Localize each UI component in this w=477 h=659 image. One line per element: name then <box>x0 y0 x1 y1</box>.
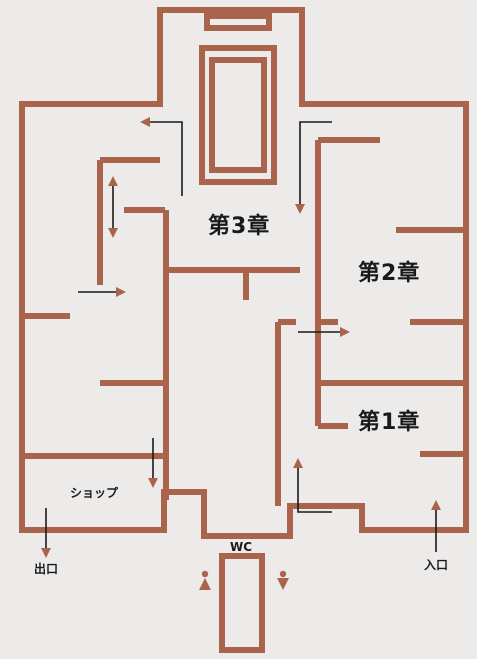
chapter3-label: 第3章 <box>208 214 271 239</box>
male-restroom-icon <box>199 570 211 590</box>
arrow-left-icon <box>140 117 183 196</box>
chapter1-label: 第1章 <box>358 410 421 435</box>
arrow-up-icon <box>293 458 332 513</box>
entrance-label: 入口 <box>424 558 449 572</box>
route-arrows <box>41 117 441 558</box>
exit-label: 出口 <box>34 562 59 576</box>
female-restroom-icon <box>277 570 289 590</box>
interior-walls <box>22 137 466 530</box>
outer-walls <box>19 7 469 653</box>
chapter2-label: 第2章 <box>358 261 421 286</box>
arrow-down-icon <box>295 121 332 214</box>
restroom-label: WC <box>230 540 253 554</box>
shop-label: ショップ <box>70 486 119 500</box>
